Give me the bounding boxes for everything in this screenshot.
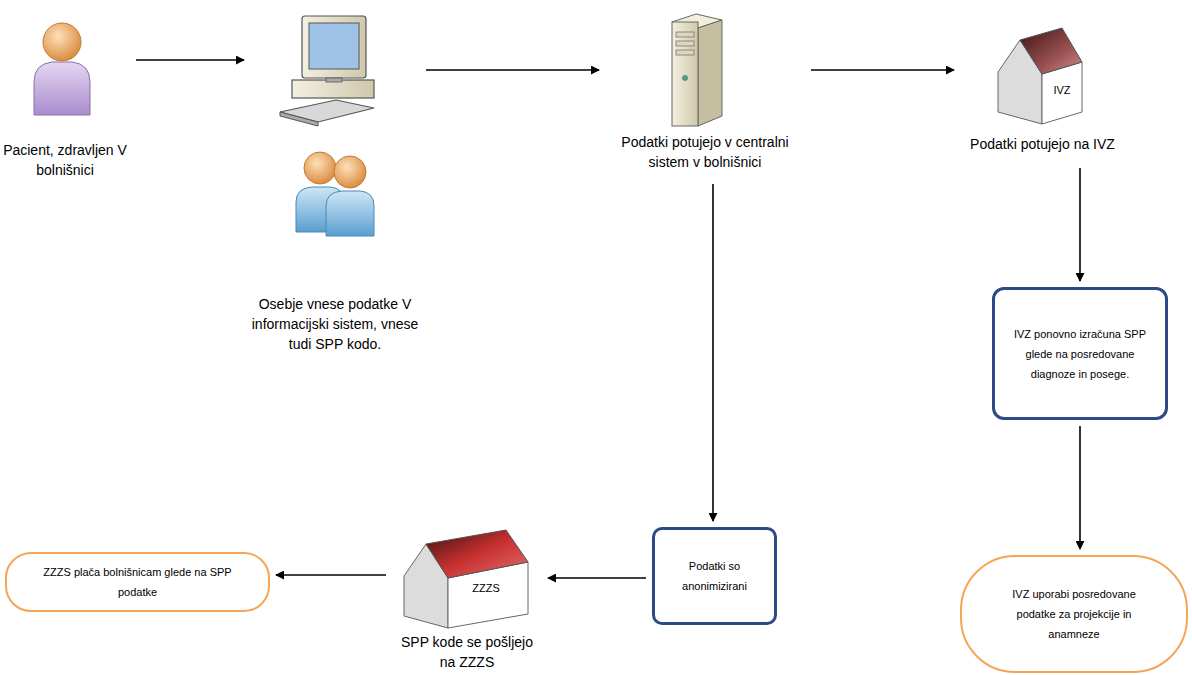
house-label: ZZZS <box>456 581 516 596</box>
result-box: IVZ uporabi posredovane podatke za proje… <box>960 555 1188 673</box>
zzzs-house-icon <box>404 530 528 628</box>
flow-arrow <box>1079 426 1081 549</box>
patient-node: Pacient, zdravljen V bolnišnici <box>0 18 130 183</box>
flow-arrow <box>136 59 244 61</box>
staff-icon <box>296 152 374 236</box>
result-box: ZZZS plača bolnišnicam glede na SPP poda… <box>5 552 270 612</box>
flow-arrow <box>1079 168 1081 281</box>
box-text: IVZ ponovno izračuna SPP glede na posred… <box>1007 324 1153 384</box>
node-caption: Podatki potujejo v centralni sistem v bo… <box>605 132 805 172</box>
flow-arrow <box>712 184 714 521</box>
ivz-node: IVZ Podatki potujejo na IVZ <box>960 22 1125 162</box>
server-node: Podatki potujejo v centralni sistem v bo… <box>605 8 805 178</box>
server-icon <box>672 14 722 126</box>
node-caption: SPP kode se pošljejo na ZZZS <box>392 632 542 672</box>
node-caption: Pacient, zdravljen V bolnišnici <box>0 140 130 180</box>
box-text: ZZZS plača bolnišnicam glede na SPP poda… <box>25 562 250 602</box>
computer-icon <box>280 16 374 126</box>
flow-arrow <box>276 574 386 576</box>
ivz-house-icon <box>998 28 1082 124</box>
flow-arrow <box>548 577 646 579</box>
box-text: Podatki so anonimizirani <box>665 556 764 596</box>
process-box: IVZ ponovno izračuna SPP glede na posred… <box>992 287 1168 420</box>
node-caption: Osebje vnese podatke V informacijski sis… <box>250 294 420 354</box>
node-caption: Podatki potujejo na IVZ <box>960 134 1125 154</box>
box-text: IVZ uporabi posredovane podatke za proje… <box>996 584 1152 644</box>
house-label: IVZ <box>1043 83 1081 98</box>
patient-icon <box>34 23 90 115</box>
process-box: Podatki so anonimizirani <box>652 527 777 625</box>
flow-arrow <box>811 69 954 71</box>
flow-arrow <box>426 69 599 71</box>
staff-node: Osebje vnese podatke V informacijski sis… <box>250 8 420 365</box>
zzzs-node: ZZZS SPP kode se pošljejo na ZZZS <box>392 526 542 674</box>
